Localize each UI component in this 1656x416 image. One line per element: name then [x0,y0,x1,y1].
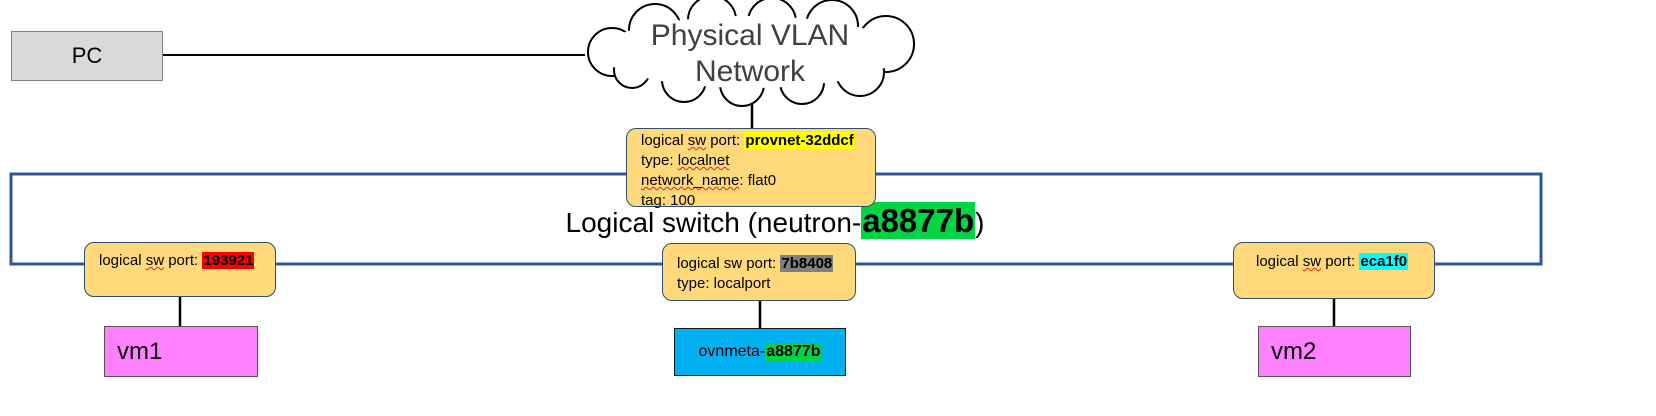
port-eca1f0-id: eca1f0 [1359,253,1409,270]
provnet-network-name-value: : flat0 [739,172,777,189]
port-7b8408-id: 7b8408 [780,255,834,272]
pc-box: PC [11,31,163,81]
port-7b8408-label: logical sw port: [677,255,781,272]
ovnmeta-id: a8877b [765,343,822,361]
cloud-shape [587,0,915,107]
logical-switch-label: Logical switch (neutron-a8877b) [540,201,1010,243]
cloud-label-line2: Network [694,55,806,88]
cloud-label-line1: Physical VLAN [650,19,850,52]
port-7b8408-line: logical sw port: 7b8408 [677,254,841,274]
port-eca1f0-prefix: logical [1256,253,1303,270]
port-eca1f0-box: logical sw port: eca1f0 [1233,242,1435,299]
cloud-label: Physical VLAN Network [600,18,900,90]
provnet-type-line: type: localnet [641,151,861,171]
vm1-box: vm1 [104,326,258,377]
port-193921-prefix: logical [99,252,146,269]
port-193921-line: logical sw port: 193921 [99,251,261,271]
ovnmeta-prefix: ovnmeta- [698,343,766,360]
port-193921-id: 193921 [202,252,255,269]
provnet-port-prefix: logical [641,132,688,149]
port-193921-box: logical sw port: 193921 [84,242,276,297]
port-eca1f0-suffix: port: [1321,253,1360,270]
port-eca1f0-sw: sw [1302,253,1322,270]
provnet-type-label: type: [641,152,678,169]
vm1-label: vm1 [117,337,163,365]
port-eca1f0-line: logical sw port: eca1f0 [1256,252,1420,272]
ovnmeta-box: ovnmeta-a8877b [674,328,846,376]
provnet-port-suffix: port: [706,132,745,149]
port-193921-suffix: port: [164,252,203,269]
logical-switch-prefix: Logical switch (neutron- [565,207,862,238]
provnet-network-name-line: network_name: flat0 [641,171,861,191]
provnet-port-sw: sw [687,132,707,149]
logical-switch-suffix: ) [975,207,985,238]
vm2-box: vm2 [1258,326,1411,377]
provnet-network-name-key: network_name [641,172,740,189]
provnet-port-line: logical sw port: provnet-32ddcf [641,131,861,151]
vm2-label: vm2 [1271,337,1317,365]
logical-switch-id: a8877b [861,202,976,239]
port-193921-sw: sw [145,252,165,269]
provnet-type-value: localnet [677,152,730,169]
provnet-tag-line: tag: 100 [641,192,696,209]
port-7b8408-type: type: localport [677,275,771,292]
provnet-port-box: logical sw port: provnet-32ddcf type: lo… [626,128,876,209]
pc-label: PC [71,43,103,68]
provnet-port-id: provnet-32ddcf [744,132,855,149]
port-7b8408-box: logical sw port: 7b8408 type: localport [662,243,856,301]
